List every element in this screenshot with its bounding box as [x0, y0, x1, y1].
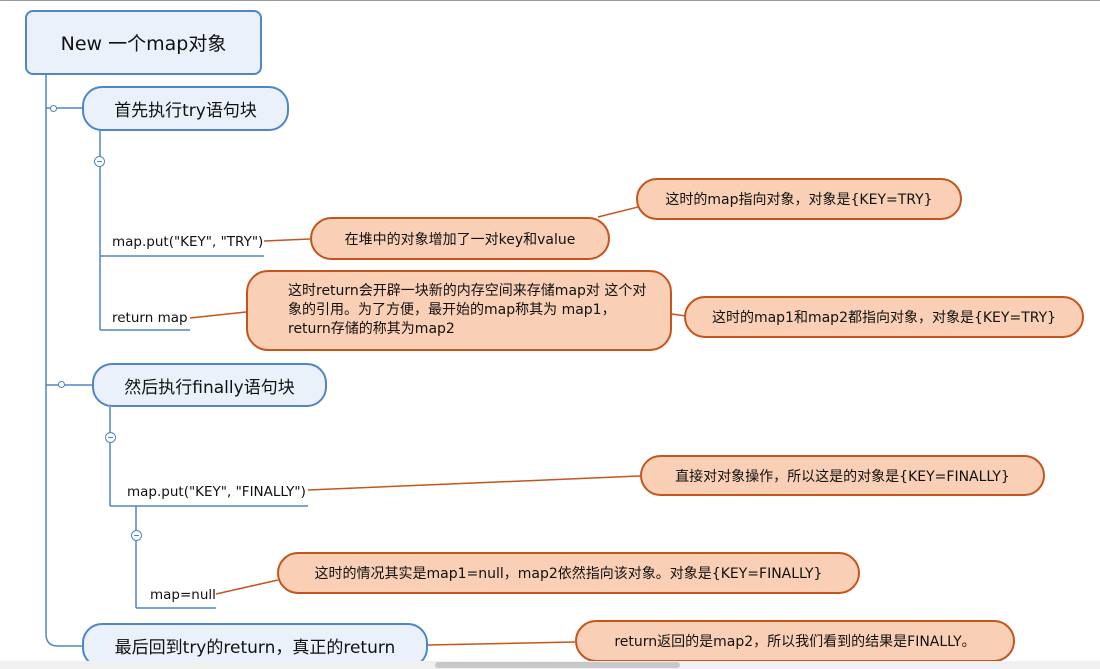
root-node[interactable]: New 一个map对象 — [25, 10, 262, 75]
top-border — [0, 0, 1100, 1]
note-null-case[interactable]: 这时的情况其实是map1=null，map2依然指向该对象。对象是{KEY=FI… — [277, 552, 860, 594]
scrollbar-thumb[interactable] — [435, 662, 680, 668]
branch-node-finally[interactable]: 然后执行finally语句块 — [92, 363, 327, 407]
link-space-map1 — [671, 313, 687, 317]
collapse-toggle-put-finally[interactable] — [131, 530, 142, 541]
link-put-try-heap — [263, 238, 311, 242]
note-direct-finally[interactable]: 直接对对象操作，所以这是的对象是{KEY=FINALLY} — [640, 455, 1045, 496]
leaf-return-map[interactable]: return map — [112, 310, 188, 326]
leaf-map-null[interactable]: map=null — [150, 587, 216, 603]
horizontal-scrollbar[interactable] — [0, 661, 1100, 669]
note-map1-map2-try[interactable]: 这时的map1和map2都指向对象，对象是{KEY=TRY} — [684, 296, 1084, 338]
link-return-space — [189, 311, 247, 319]
link-heap-map-try — [597, 206, 639, 218]
note-return-space-line-1: 这时return会开辟一块新的内存空间来存储map对 — [288, 283, 600, 299]
leaf-put-finally[interactable]: map.put("KEY", "FINALLY") — [127, 484, 306, 500]
link-put-finally-direct — [307, 475, 641, 491]
link-null-case — [215, 579, 279, 595]
note-return-space[interactable]: 这时return会开辟一块新的内存空间来存储map对 这个对象的引用。为了方便，… — [246, 270, 672, 351]
note-heap-add[interactable]: 在堆中的对象增加了一对key和value — [310, 217, 610, 260]
branch-node-return-label: 最后回到try的return，真正的return — [114, 638, 396, 658]
branch-dot-finally[interactable] — [58, 381, 65, 388]
branch-node-finally-label: 然后执行finally语句块 — [124, 377, 295, 398]
note-result[interactable]: return返回的是map2，所以我们看到的结果是FINALLY。 — [575, 620, 1015, 662]
branch-node-try[interactable]: 首先执行try语句块 — [82, 86, 289, 131]
collapse-toggle-finally[interactable] — [105, 432, 116, 443]
note-return-space-line-3: map1，return存储的称其为map2 — [288, 302, 616, 337]
collapse-toggle-try[interactable] — [94, 156, 105, 167]
trunk-line — [45, 75, 82, 647]
note-map-points-try[interactable]: 这时的map指向对象，对象是{KEY=TRY} — [636, 178, 962, 220]
branch-node-try-label: 首先执行try语句块 — [114, 101, 257, 121]
branch-dot-try[interactable] — [50, 105, 57, 112]
link-result — [427, 641, 576, 646]
root-node-label: New 一个map对象 — [60, 33, 227, 55]
note-return-space-line-2: 这个对象的引用。为了方便，最开始的map称其为 — [288, 283, 647, 318]
leaf-put-try[interactable]: map.put("KEY", "TRY") — [112, 234, 264, 250]
